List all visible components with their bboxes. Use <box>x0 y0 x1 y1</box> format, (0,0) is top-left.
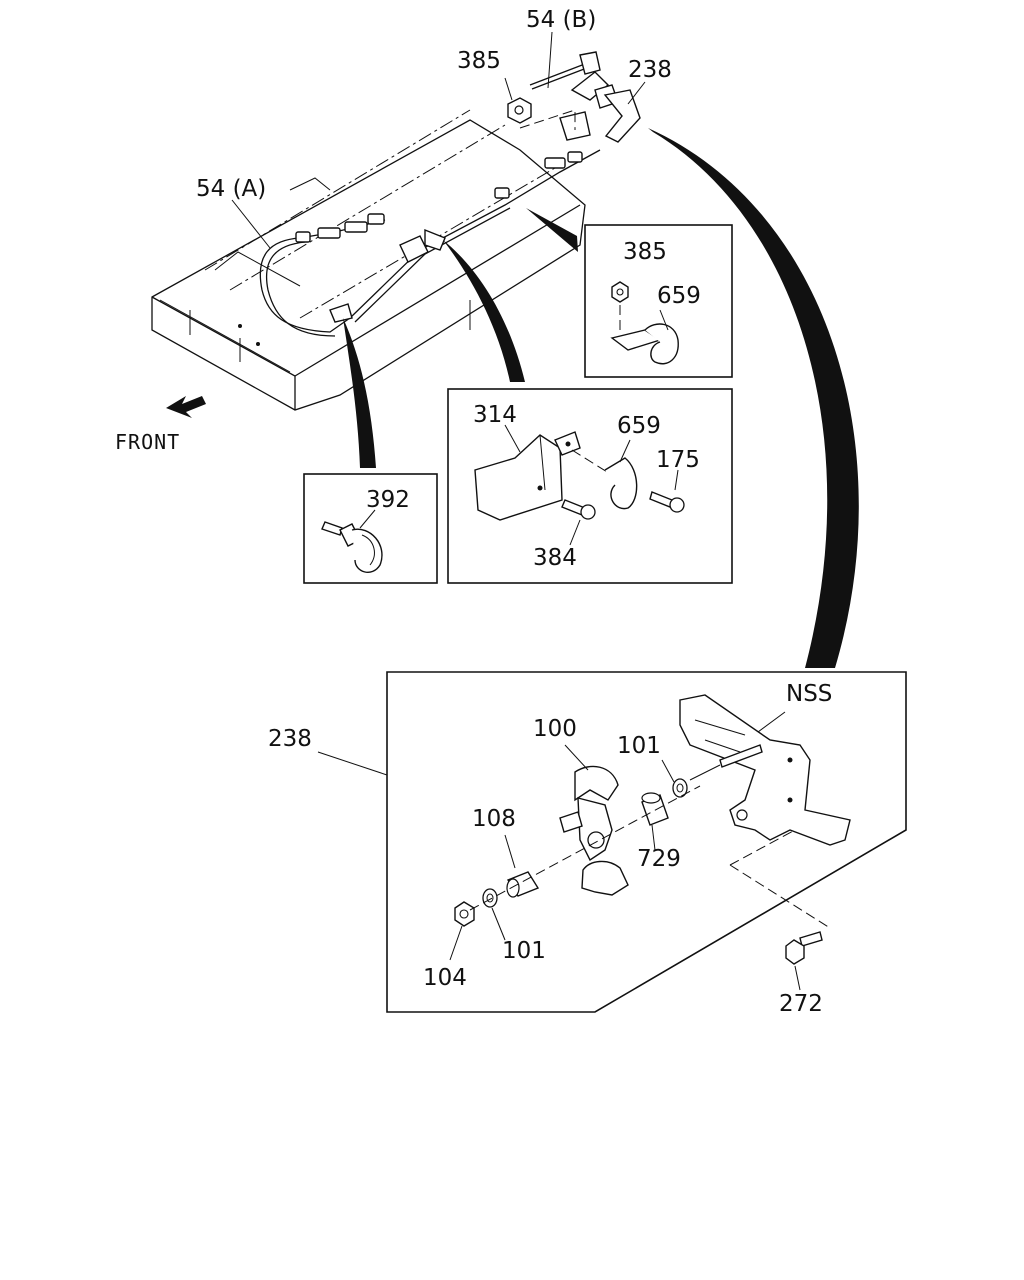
front-indicator: FRONT <box>115 396 206 454</box>
label-385-top: 385 <box>457 48 501 74</box>
label-238-top: 238 <box>628 57 672 83</box>
label-104: 104 <box>423 965 467 991</box>
label-nss: NSS <box>786 681 832 707</box>
inset-bracket-314 <box>447 388 733 584</box>
label-314: 314 <box>473 402 517 428</box>
inset-clip-385-659 <box>584 224 733 378</box>
inset-band-clip-392 <box>303 473 438 584</box>
label-659-inset2: 659 <box>617 413 661 439</box>
upper-bracket-assembly <box>507 51 641 143</box>
leader-lines-top <box>231 31 646 249</box>
label-101-upper: 101 <box>617 733 661 759</box>
label-272: 272 <box>779 991 823 1017</box>
label-729: 729 <box>637 846 681 872</box>
label-384: 384 <box>533 545 577 571</box>
label-108: 108 <box>472 806 516 832</box>
detail-box-238 <box>317 671 907 1013</box>
label-392: 392 <box>366 487 410 513</box>
arrow-down-left-icon <box>166 396 206 418</box>
label-100: 100 <box>533 716 577 742</box>
front-label: FRONT <box>115 430 180 454</box>
label-659-inset1: 659 <box>657 283 701 309</box>
callout-swooshes <box>343 128 859 668</box>
label-175: 175 <box>656 447 700 473</box>
part-labels: 54 (B) 385 238 54 (A) 385 659 314 659 17… <box>196 7 832 1017</box>
label-54a: 54 (A) <box>196 176 266 202</box>
label-54b: 54 (B) <box>526 7 596 33</box>
label-385-inset: 385 <box>623 239 667 265</box>
label-238-detail: 238 <box>268 726 312 752</box>
label-101-lower: 101 <box>502 938 546 964</box>
parking-brake-cable <box>259 149 601 337</box>
